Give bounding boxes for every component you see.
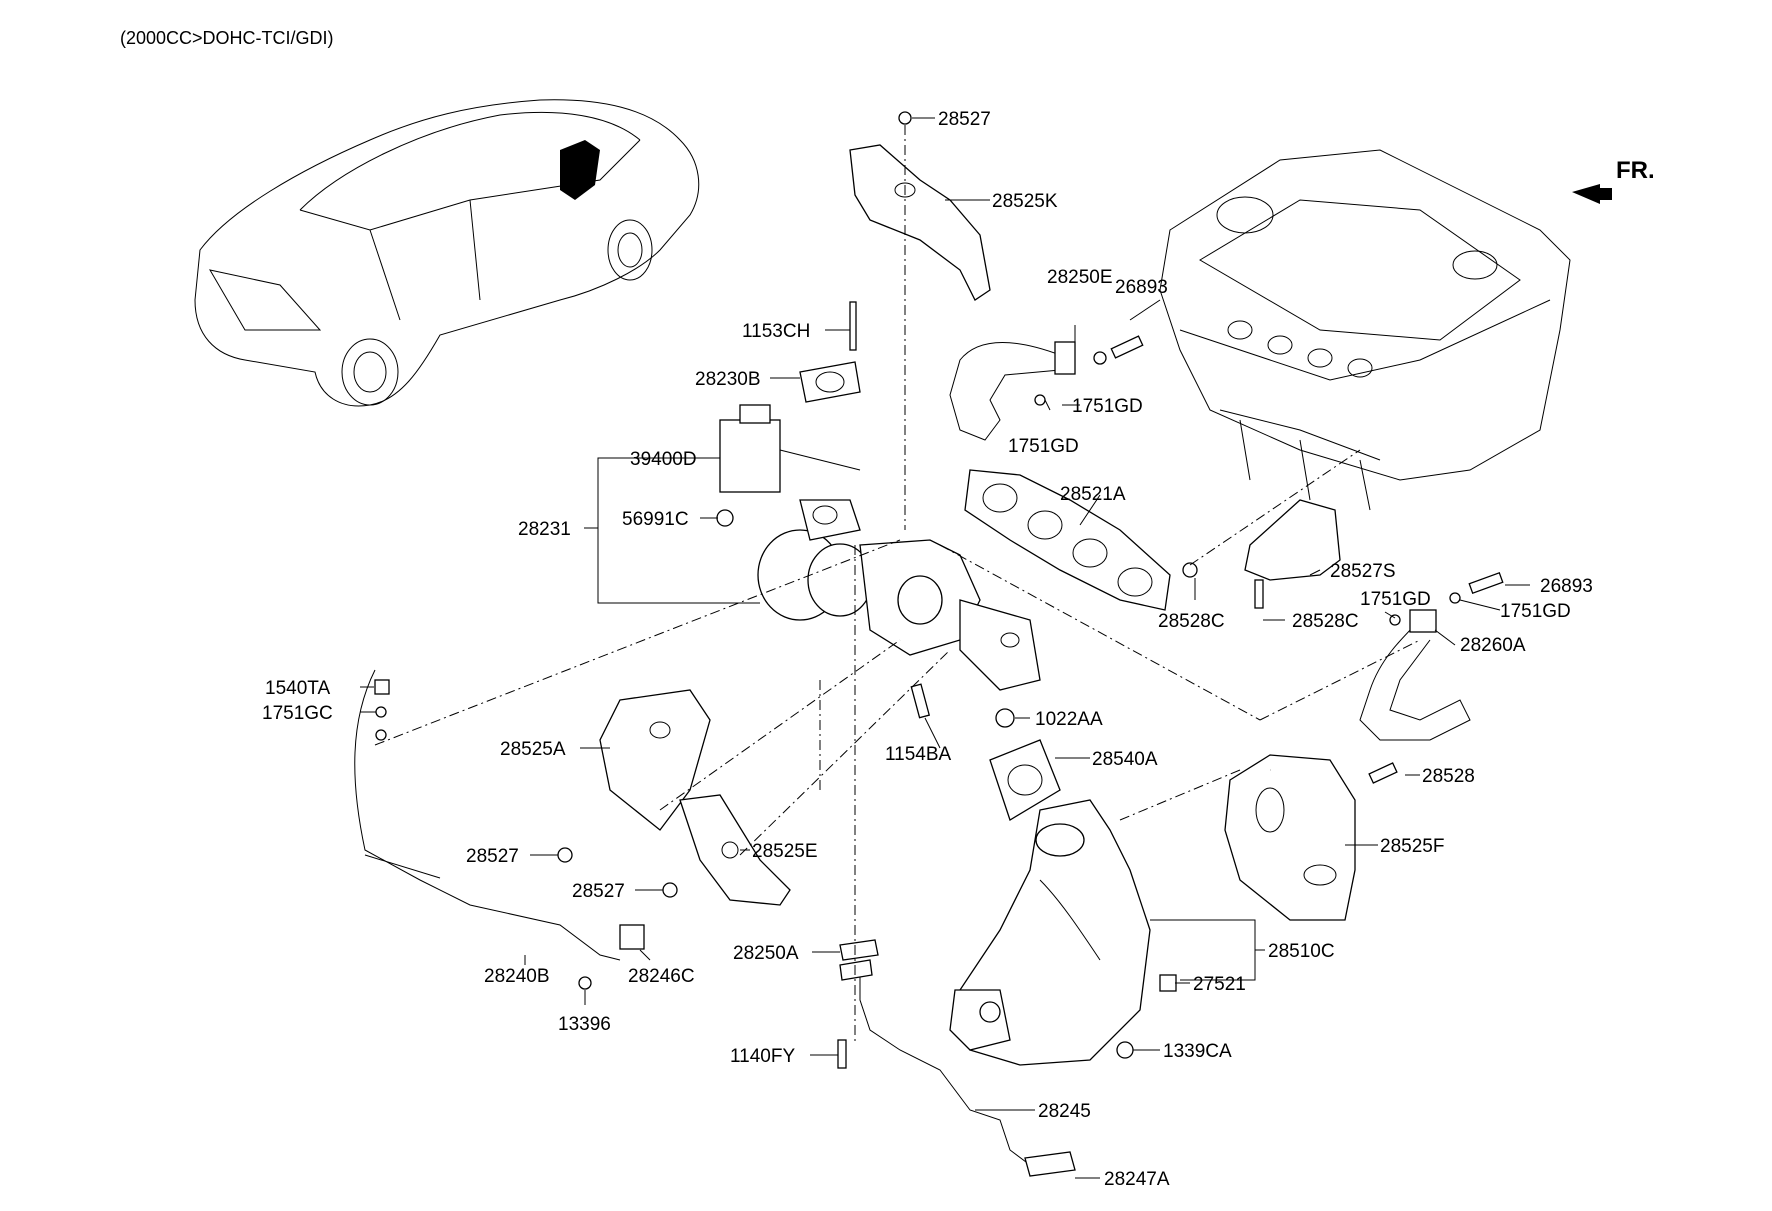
flange-28246C (619, 924, 645, 950)
label-1751GC: 1751GC (262, 703, 333, 724)
label-1022AA: 1022AA (1035, 709, 1103, 730)
label-28230B: 28230B (695, 369, 761, 390)
heat-shield-upper (849, 144, 991, 301)
label-1540TA: 1540TA (265, 678, 330, 699)
nut-1022AA (995, 708, 1015, 728)
nut-1339CA (1116, 1041, 1134, 1059)
front-direction-label: FR. (1616, 157, 1655, 184)
label-28528C-a: 28528C (1158, 611, 1225, 632)
bolt-1140FY (837, 1039, 847, 1069)
label-28231: 28231 (518, 519, 571, 540)
label-28527-b: 28527 (572, 881, 625, 902)
engine-location-highlight (560, 140, 600, 200)
label-28528C-b: 28528C (1292, 611, 1359, 632)
flange-28247A (1024, 1151, 1076, 1177)
label-28525F: 28525F (1380, 836, 1444, 857)
label-1339CA: 1339CA (1163, 1041, 1232, 1062)
wastegate-actuator (719, 419, 781, 493)
stud-1153CH (849, 301, 857, 351)
banjo-fitting-28260A (1409, 609, 1437, 633)
label-1140FY: 1140FY (730, 1046, 795, 1067)
nut-13396 (578, 976, 592, 990)
label-28250A: 28250A (733, 943, 799, 964)
bolt-28527-top (898, 111, 912, 125)
label-28525E: 28525E (752, 841, 818, 862)
label-27521: 27521 (1193, 974, 1246, 995)
coolant-pipe-28240B (354, 669, 621, 961)
heat-shield-28525F (1224, 754, 1356, 921)
label-26893-top: 26893 (1115, 277, 1168, 298)
banjo-fitting-28250E (1054, 341, 1076, 375)
label-28260A: 28260A (1460, 635, 1526, 656)
vehicle-illustration (194, 99, 700, 407)
oil-feed-pipe (949, 342, 1061, 441)
gasket-28250A (839, 939, 879, 961)
manifold-gasket (964, 469, 1171, 611)
oil-return-pipe (1359, 619, 1471, 741)
clip-56991C (716, 509, 734, 527)
engine-variant-title: (2000CC>DOHC-TCI/GDI) (120, 28, 334, 48)
bolt-28527-a (557, 847, 573, 863)
gasket-28230B (799, 361, 861, 403)
label-1154BA: 1154BA (885, 744, 952, 765)
bolt-28528 (1368, 762, 1398, 784)
label-1751GD-d: 1751GD (1500, 601, 1571, 622)
label-28527S: 28527S (1330, 561, 1396, 582)
heat-shield-28525E (679, 794, 791, 906)
bracket-28527S (1244, 499, 1341, 581)
label-28510C: 28510C (1268, 941, 1335, 962)
label-1751GD-b: 1751GD (1008, 436, 1079, 457)
bolt-1540TA (374, 679, 390, 695)
label-56991C: 56991C (622, 509, 689, 530)
turbocharger (757, 499, 1041, 691)
label-28540A: 28540A (1092, 749, 1158, 770)
label-28246C: 28246C (628, 966, 695, 987)
label-28245: 28245 (1038, 1101, 1091, 1122)
label-26893-right: 26893 (1540, 576, 1593, 597)
label-28250E: 28250E (1047, 267, 1113, 288)
label-39400D: 39400D (630, 449, 697, 470)
label-28527-top: 28527 (938, 109, 991, 130)
bolt-28527-b (662, 882, 678, 898)
label-1751GD-c: 1751GD (1360, 589, 1431, 610)
banjo-bolt-26893-right (1468, 571, 1504, 595)
stud-1154BA (910, 683, 931, 719)
gasket-28540A (989, 739, 1061, 821)
label-28525A: 28525A (500, 739, 566, 760)
engine-block-illustration (1159, 149, 1571, 511)
front-arrow-icon (1572, 184, 1612, 204)
label-28247A: 28247A (1104, 1169, 1170, 1190)
label-28525K: 28525K (992, 191, 1058, 212)
alignment-lines (374, 449, 1421, 856)
label-1751GD-a: 1751GD (1072, 396, 1143, 417)
label-28240B: 28240B (484, 966, 550, 987)
catalytic-converter (949, 799, 1151, 1066)
label-28527-a: 28527 (466, 846, 519, 867)
label-28521A: 28521A (1060, 484, 1126, 505)
bolt-28528C-b (1254, 579, 1264, 609)
leader-lines (360, 117, 1530, 1179)
label-1153CH: 1153CH (742, 321, 810, 342)
oil-supply-pipe-28245 (859, 975, 1031, 1166)
label-28528: 28528 (1422, 766, 1475, 787)
banjo-bolt-26893 (1110, 335, 1144, 359)
part-labels: 28527 28525K 26893 28250E 1153CH 28230B … (262, 109, 1593, 1190)
label-13396: 13396 (558, 1014, 611, 1035)
bracket-27521 (1159, 974, 1177, 992)
bolt-28528C-a (1182, 562, 1198, 578)
front-direction-indicator: FR. (1572, 157, 1655, 204)
